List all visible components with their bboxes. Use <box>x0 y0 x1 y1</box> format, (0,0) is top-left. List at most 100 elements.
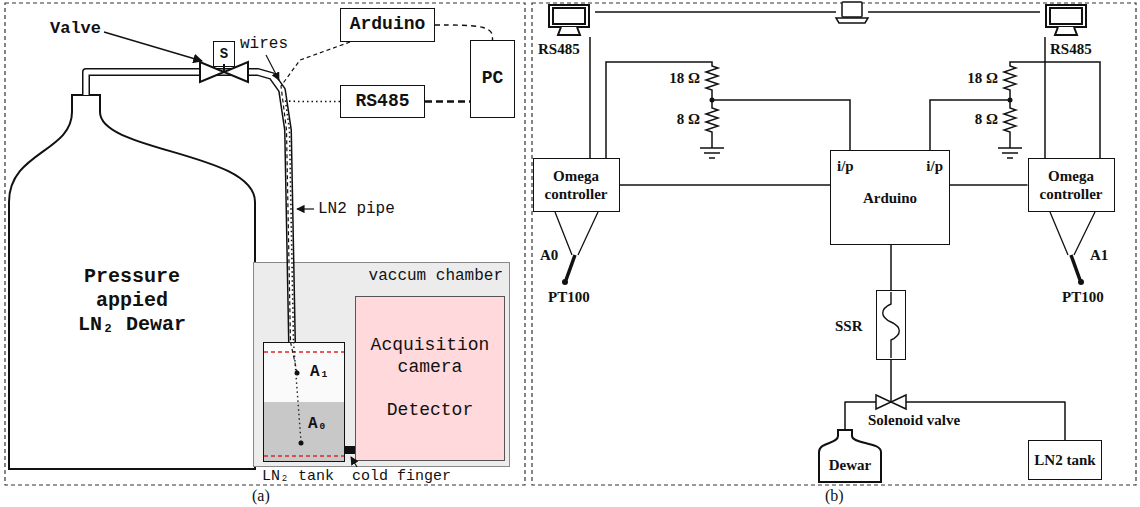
node-text: RS485 <box>355 91 409 113</box>
probe-wire <box>1050 212 1095 255</box>
ln2-line <box>845 402 1065 440</box>
signal-wire <box>950 185 1028 186</box>
node-text: A₁ <box>310 363 329 382</box>
ln2-line <box>845 402 1065 440</box>
node-text: Dewar <box>829 456 871 474</box>
input-wire <box>712 100 850 150</box>
monitor-icon-outline <box>1050 8 1082 24</box>
monitor-icon-outline <box>1055 27 1077 35</box>
node-text: S <box>220 46 228 63</box>
leader-arrow <box>351 457 357 467</box>
bus-wire <box>589 37 591 158</box>
interface-box: RS485 <box>340 85 425 118</box>
monitor-icon-outline <box>549 5 589 27</box>
resistor-value: 18 Ω <box>967 71 998 86</box>
valve-symbol <box>876 395 891 409</box>
probe-wire <box>555 212 598 255</box>
ln2-tank: A₁ A₀ <box>263 342 345 462</box>
signal-wire <box>950 184 1028 186</box>
sensor-dot <box>295 371 300 376</box>
pt100-probe <box>1071 255 1080 280</box>
signal-wire <box>620 184 831 186</box>
dewar-vessel-outline <box>819 430 881 482</box>
leader-arrow <box>104 32 202 61</box>
part-label: cold finger <box>352 469 451 484</box>
node-text: Pressure appied LN₂ Dewar <box>76 265 188 337</box>
node-text: Arduino <box>831 189 949 207</box>
monitor-icon-outline <box>1040 3 1092 37</box>
valve-symbol <box>224 62 248 82</box>
sensor-label: PT100 <box>548 290 590 305</box>
signal-wire <box>435 25 493 40</box>
sensor-wires <box>286 101 341 342</box>
junction-dot <box>1008 98 1013 103</box>
node-text: SSR <box>835 317 863 335</box>
vacuum-chamber: vaccum chamberA₁ A₀ Acquisition cameraDete… <box>253 262 510 467</box>
control-wire <box>890 360 892 402</box>
node-text: Omega controller <box>1034 167 1108 203</box>
monitor-icon-outline <box>1046 5 1086 27</box>
pt100-probe <box>566 255 575 280</box>
dewar-vessel-outline <box>818 430 882 482</box>
resistor-value: 8 Ω <box>677 112 700 127</box>
dewar-vessel: Pressure appied LN₂ Dewar <box>8 92 256 470</box>
sensor-wires <box>286 101 341 342</box>
pipe-bore <box>86 72 292 342</box>
controller-box: i/pi/pArduino <box>830 150 950 245</box>
sensor-wires <box>281 42 350 342</box>
level-line <box>264 455 344 457</box>
monitor-icon-outline <box>558 27 580 35</box>
sensor-label: PT100 <box>1062 290 1104 305</box>
panel-label: (a) <box>252 488 270 504</box>
part-label: LN2 pipe <box>318 201 395 217</box>
bus-cable <box>425 100 470 103</box>
relay-box: SSR <box>876 290 906 360</box>
node-text: RS485 <box>538 40 580 58</box>
node-text: i/p <box>926 157 943 175</box>
node-text: Arduino <box>350 14 426 36</box>
pipe-wall <box>86 72 292 342</box>
signal-wire <box>435 25 493 40</box>
camera-detector-box: Acquisition cameraDetector <box>355 296 505 461</box>
panel-frame <box>532 3 1136 485</box>
laptop-icon <box>836 18 868 23</box>
monitor-icon-outline <box>553 8 585 24</box>
sensor-dot <box>299 441 304 446</box>
node-text: A₀ <box>308 415 327 434</box>
node-text: PC <box>482 68 504 90</box>
part-label: wires <box>240 36 288 52</box>
control-wire <box>891 245 892 290</box>
panel-label: (b) <box>825 488 844 504</box>
resistor-value: 8 Ω <box>975 112 998 127</box>
signal-wire <box>620 185 831 186</box>
ln2-pipe <box>86 72 292 342</box>
level-line <box>264 351 344 353</box>
resistor-network <box>1004 62 1100 158</box>
leader-arrow <box>266 55 279 80</box>
junction-dot <box>710 98 715 103</box>
monitor-icon-outline <box>543 3 595 37</box>
part-label: Solenoid valve <box>868 413 960 428</box>
sensor-label: A0 <box>540 248 558 263</box>
controller-box: Arduino <box>340 8 435 42</box>
panel-frame <box>5 3 525 485</box>
laptop-icon <box>842 2 862 17</box>
valve-stem <box>223 64 225 72</box>
relay-coil <box>883 292 900 358</box>
temperature-controller: Omega controller <box>533 158 620 212</box>
bus-cable <box>425 101 470 102</box>
dewar-vessel: Dewar <box>818 430 882 482</box>
valve-symbol <box>891 395 906 409</box>
part-label: LN₂ tank <box>262 469 334 484</box>
computer-box: PC <box>470 40 515 118</box>
monitor-icon: RS485 <box>1040 3 1092 37</box>
node-text: vaccum chamber <box>369 267 503 286</box>
control-wire <box>890 245 892 290</box>
pt100-tip <box>562 279 568 285</box>
network-line <box>868 11 1040 13</box>
sensor-label: A1 <box>1090 248 1108 263</box>
node-text: Omega controller <box>539 167 613 203</box>
node-text: Acquisition camera <box>362 335 498 378</box>
dewar-vessel-outline <box>9 95 255 469</box>
resistor-value: 18 Ω <box>669 71 700 86</box>
